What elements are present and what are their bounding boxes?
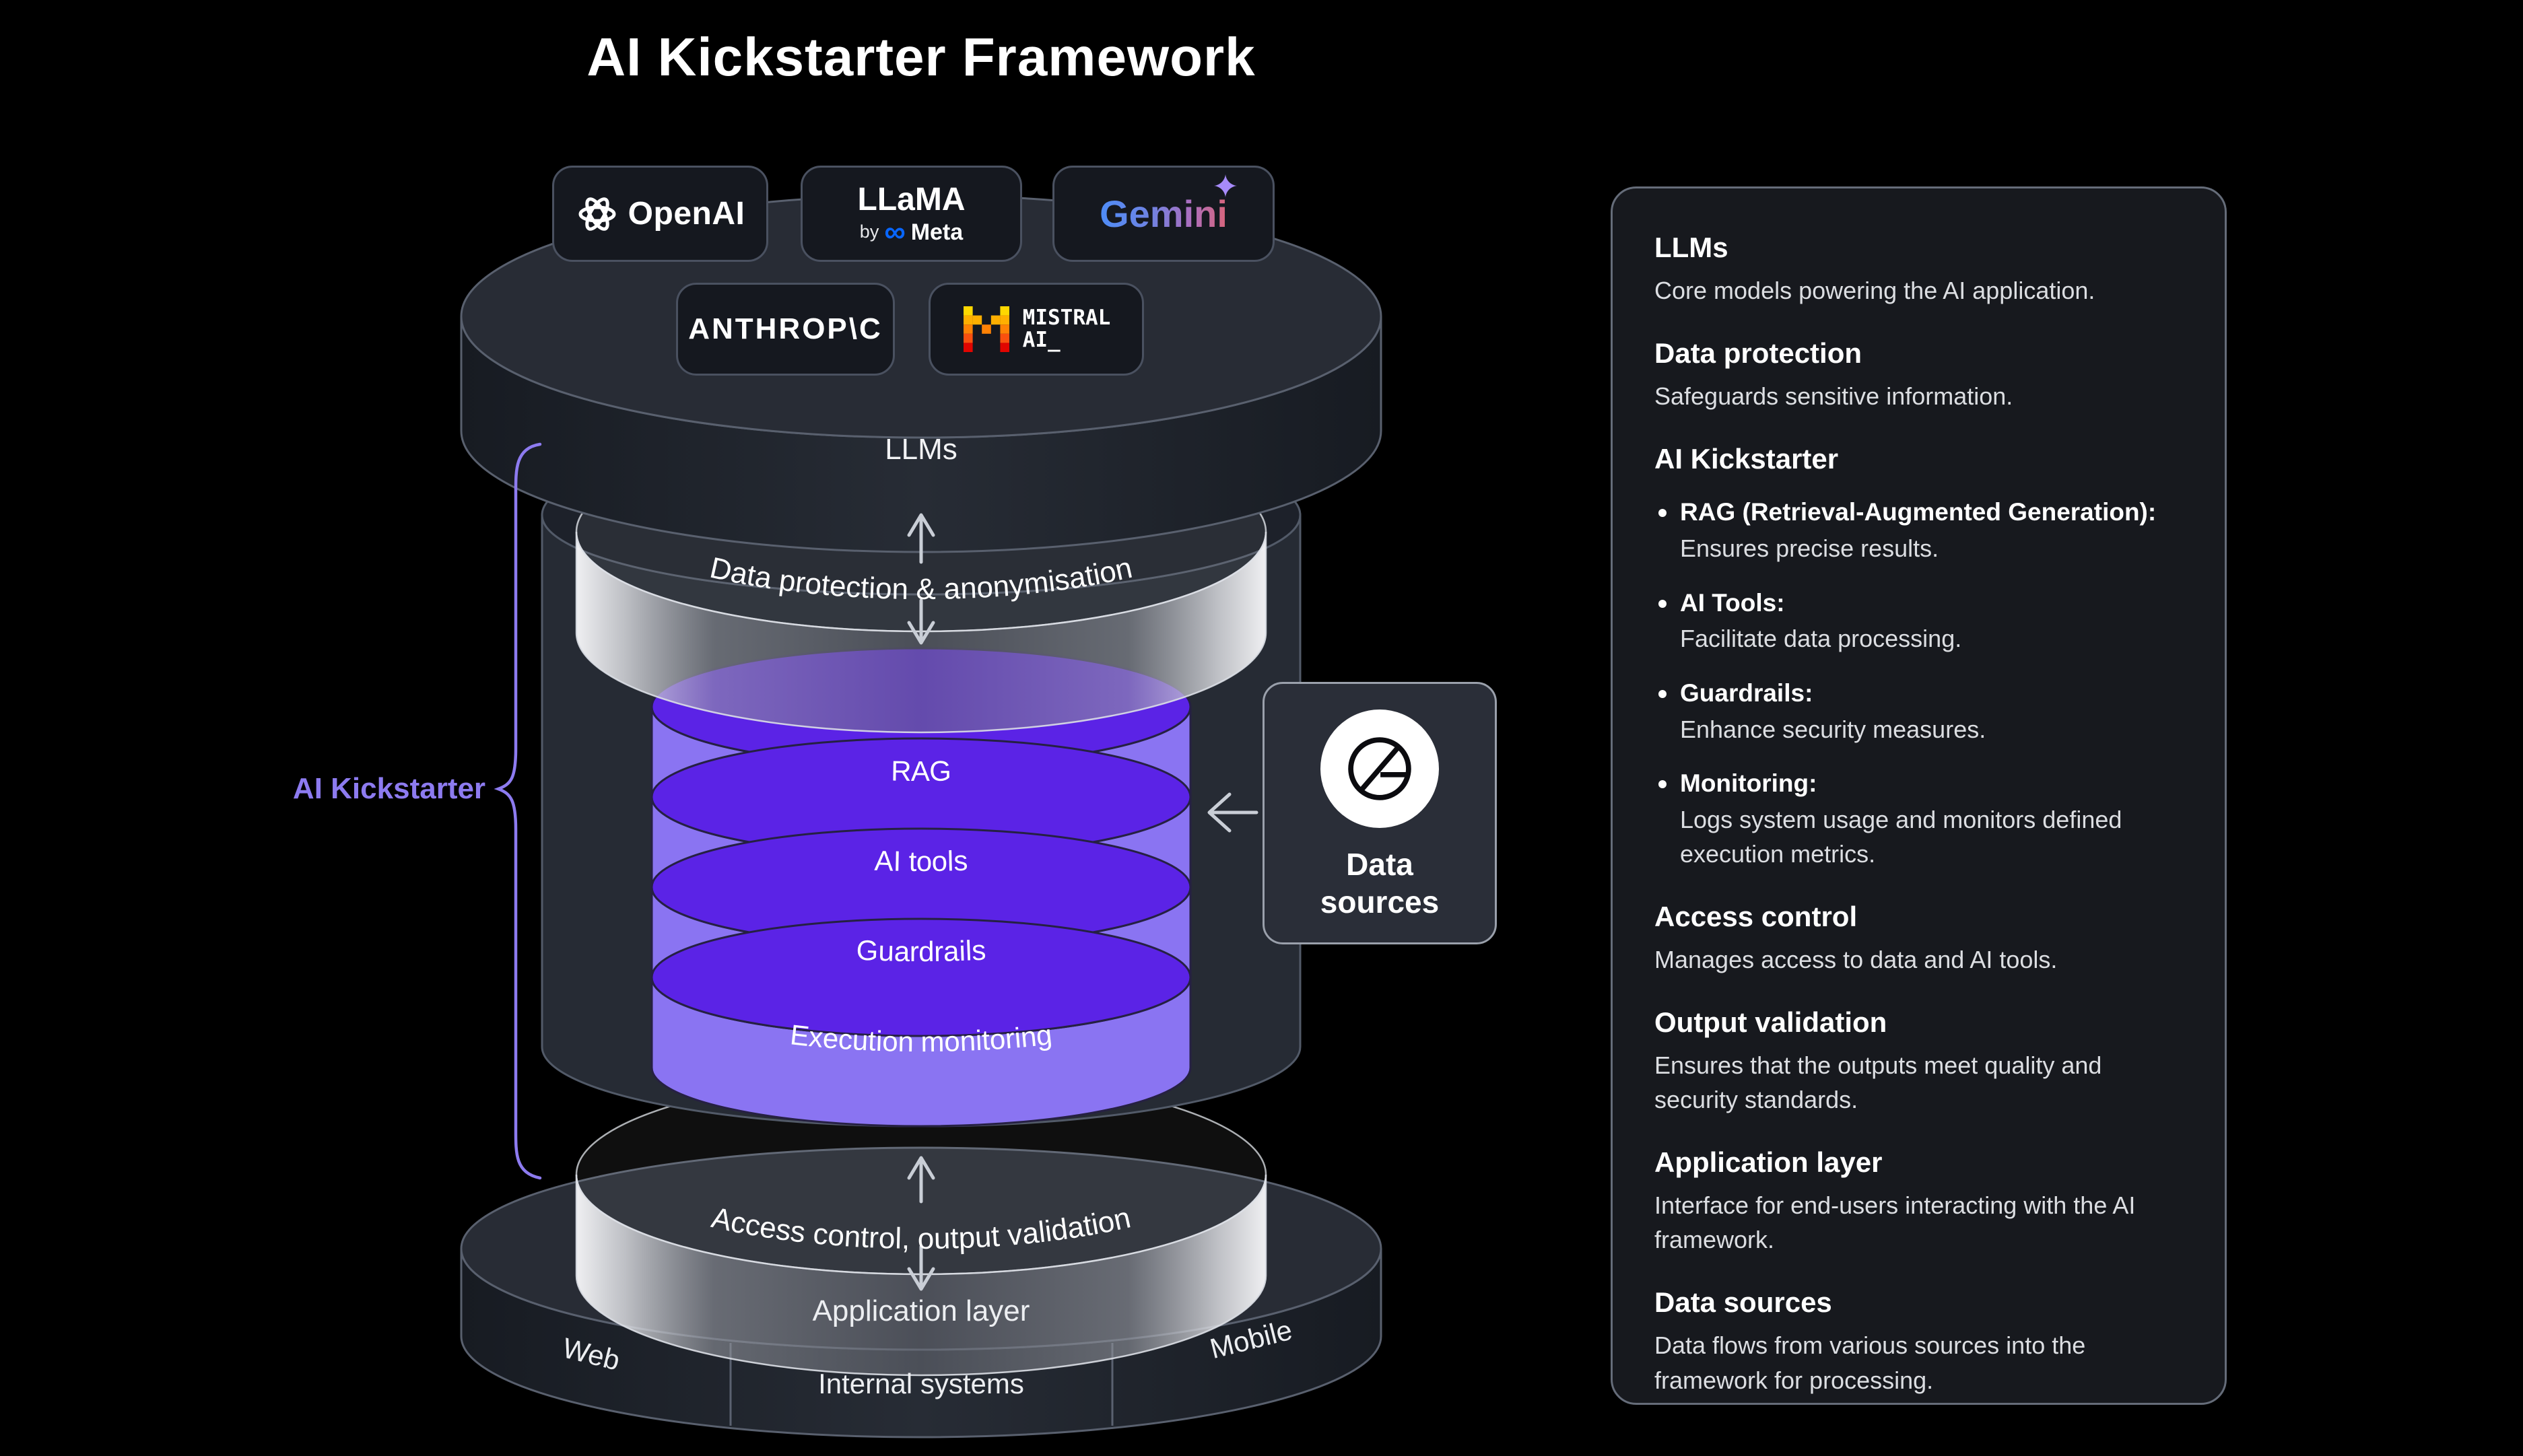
llms-disc-label: LLMs	[885, 433, 957, 466]
stack-label-guardrails: Guardrails	[856, 934, 987, 967]
data-sources-label-line2: sources	[1320, 885, 1440, 920]
chip-anthropic: ANTHROP\C	[676, 283, 895, 376]
section-heading: AI Kickstarter	[1654, 443, 1839, 475]
llama-label: LLaMA	[857, 181, 966, 217]
section-body: Core models powering the AI application.	[1654, 277, 2095, 304]
section-body: Interface for end-users interacting with…	[1654, 1191, 2136, 1254]
panel-section-data-protection: Data protection Safeguards sensitive inf…	[1654, 337, 2183, 413]
bullet-dot	[1658, 689, 1667, 698]
page-title: AI Kickstarter Framework	[586, 27, 1256, 87]
legend-panel: LLMs Core models powering the AI applica…	[1611, 186, 2227, 1405]
chip-gemini: Gemini	[1052, 166, 1275, 262]
section-body: Manages access to data and AI tools.	[1654, 945, 2058, 973]
svg-text:Guardrails: Guardrails	[856, 934, 987, 967]
bullet-dot	[1658, 780, 1667, 789]
meta-label: Meta	[910, 219, 964, 245]
mistral-label-line2: AI_	[1022, 328, 1061, 352]
panel-section-data-sources: Data sources Data flows from various sou…	[1654, 1286, 2183, 1397]
segment-internal-systems-label: Internal systems	[818, 1368, 1024, 1399]
arrow-left-data-sources	[1207, 792, 1258, 833]
gemini-label: Gemini	[1100, 193, 1227, 235]
panel-section-output-validation: Output validation Ensures that the outpu…	[1654, 1006, 2183, 1117]
llama-by-text: by	[859, 221, 879, 242]
stack-label-ai-tools: AI tools	[874, 845, 968, 877]
section-heading: Data protection	[1654, 337, 1862, 370]
panel-section-application-layer: Application layer Interface for end-user…	[1654, 1146, 2183, 1257]
panel-section-ai-kickstarter: AI Kickstarter RAG (Retrieval-Augmented …	[1654, 443, 2183, 871]
mistral-label-line1: MISTRAL	[1022, 306, 1111, 331]
bullet-rag: RAG (Retrieval-Augmented Generation): En…	[1654, 495, 2183, 565]
bullet-desc: Facilitate data processing.	[1680, 625, 1962, 653]
section-body: Safeguards sensitive information.	[1654, 382, 2013, 411]
chip-mistral: MISTRAL AI_	[929, 283, 1144, 376]
bullet-desc: Ensures precise results.	[1680, 534, 1939, 563]
panel-section-access-control: Access control Manages access to data an…	[1654, 901, 2183, 977]
section-heading: Access control	[1654, 900, 1858, 932]
data-sources-label-line1: Data	[1346, 847, 1413, 882]
chip-openai: OpenAI	[552, 166, 768, 262]
bullet-term: AI Tools:	[1680, 588, 1785, 617]
bullet-term: RAG (Retrieval-Augmented Generation):	[1680, 498, 2157, 526]
data-sources-pie-icon	[1348, 737, 1411, 800]
section-heading: LLMs	[1654, 232, 1728, 263]
gemini-sparkle-icon	[1213, 174, 1237, 197]
openai-label: OpenAI	[628, 196, 745, 232]
section-body: Ensures that the outputs meet quality an…	[1654, 1051, 2102, 1114]
application-layer-label: Application layer	[812, 1294, 1030, 1327]
section-heading: Data sources	[1654, 1286, 1832, 1319]
arrow-down-to-stack	[907, 598, 935, 645]
stack-label-rag: RAG	[891, 755, 951, 788]
openai-logo-icon	[578, 197, 616, 231]
bullet-dot	[1658, 599, 1667, 608]
bullet-term: Guardrails:	[1680, 679, 1813, 707]
data-sources-circle	[1320, 709, 1439, 828]
anthropic-label: ANTHROP\C	[688, 312, 883, 345]
section-body: Data flows from various sources into the…	[1654, 1331, 2086, 1394]
bullet-guardrails: Guardrails: Enhance security measures.	[1654, 677, 2183, 747]
mistral-logo-icon	[963, 306, 1009, 352]
section-heading: Output validation	[1654, 1006, 1887, 1039]
panel-section-llms: LLMs Core models powering the AI applica…	[1654, 232, 2183, 308]
kickstarter-brace	[494, 442, 542, 1180]
bullet-ai-tools: AI Tools: Facilitate data processing.	[1654, 586, 2183, 656]
data-sources-card: Data sources	[1263, 682, 1497, 944]
meta-infinity-icon: ∞	[884, 215, 906, 248]
section-heading: Application layer	[1654, 1146, 1883, 1179]
svg-text:RAG: RAG	[891, 755, 951, 788]
bullet-term: Monitoring:	[1680, 769, 1817, 798]
bullet-desc: Enhance security measures.	[1680, 715, 1986, 743]
stack-layer-monitoring-top	[650, 917, 1192, 1037]
chip-llama: LLaMA by ∞ Meta	[801, 166, 1022, 262]
svg-text:AI tools: AI tools	[874, 845, 968, 877]
ai-kickstarter-label: AI Kickstarter	[292, 772, 486, 805]
arrow-up-llms	[907, 513, 935, 564]
arrow-down-application	[907, 1245, 935, 1291]
arrow-up-access	[907, 1156, 935, 1204]
bullet-monitoring: Monitoring: Logs system usage and monito…	[1654, 767, 2183, 871]
bullet-dot	[1658, 509, 1667, 518]
bullet-desc: Logs system usage and monitors defined e…	[1680, 806, 2122, 868]
